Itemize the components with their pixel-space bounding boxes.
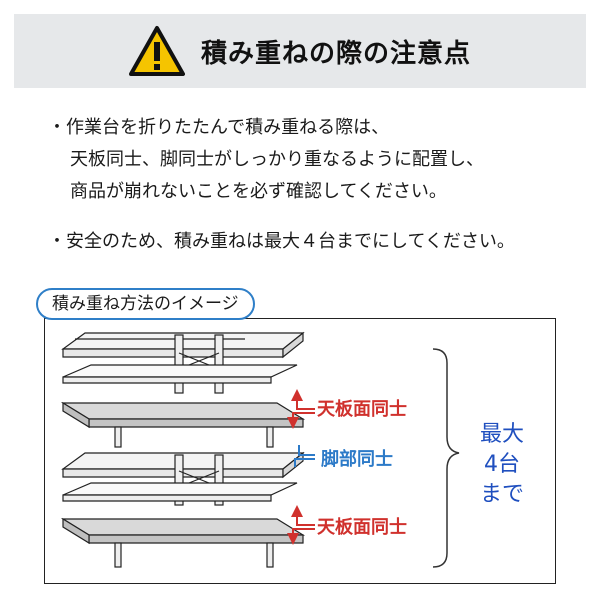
label-top-surfaces: 天板面同士 [317,399,407,420]
notes-block: ・作業台を折りたたんで積み重ねる際は、 天板同士、脚同士がしっかり重なるように配… [48,112,588,258]
diagram-frame: 天板面同士 脚部同士 天板面同士 [44,318,556,584]
diagram-heading: 積み重ね方法のイメージ [36,288,255,320]
table-unit-2 [60,401,306,448]
note-line-1: ・作業台を折りたたんで積み重ねる際は、 [48,117,390,138]
stack-brace [432,348,460,568]
warning-icon [128,26,185,76]
table-unit-3 [61,451,305,506]
arrow-middle [294,445,315,467]
note-line-3: 商品が崩れないことを必ず確認してください。 [70,181,447,202]
note-line-4: ・安全のため、積み重ねは最大４台までにしてください。 [48,231,515,252]
label-legs: 脚部同士 [321,449,393,470]
header-banner: 積み重ねの際の注意点 [14,14,586,88]
note-line-2: 天板同士、脚同士がしっかり重なるように配置し、 [70,149,484,170]
max-line-1: 最大 [479,422,524,447]
table-unit-1 [61,331,305,394]
table-unit-4 [60,517,306,568]
label-bottom-surfaces: 天板面同士 [317,517,407,538]
page-title: 積み重ねの際の注意点 [200,38,471,69]
arrow-top [287,389,315,429]
arrow-bottom [287,505,315,545]
max-stack-note: 最大 4台 まで [470,420,534,510]
stacked-tables-illustration [60,331,460,568]
max-line-2: 4台 [484,452,520,477]
max-line-3: まで [479,482,524,507]
